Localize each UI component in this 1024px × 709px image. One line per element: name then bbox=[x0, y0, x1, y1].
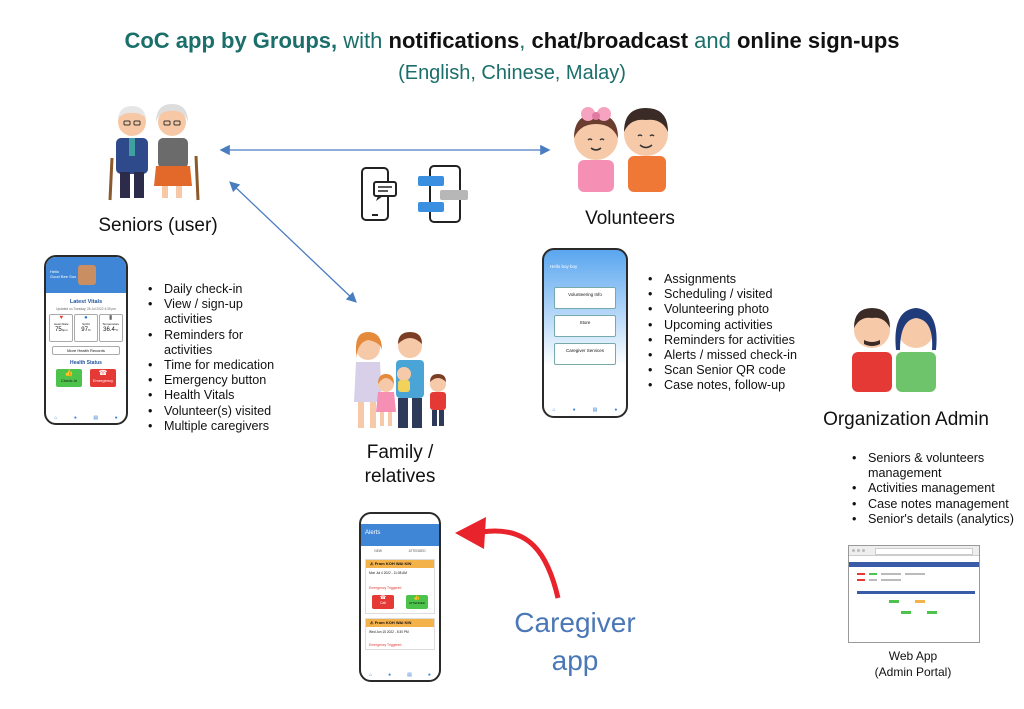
seniors-phone-tabbar[interactable]: ⌂ ● ▤ ● bbox=[46, 415, 126, 421]
phone-icon: ☎ bbox=[98, 370, 108, 377]
attended-button[interactable]: 👍ATTENDED bbox=[406, 595, 428, 609]
arrow-seniors-family bbox=[229, 181, 357, 303]
admin-feature-item: Senior's details (analytics) bbox=[852, 512, 1016, 527]
user-icon[interactable]: ● bbox=[614, 407, 618, 413]
alert-header: ⚠ From KOH WAI KIN bbox=[366, 560, 434, 568]
seniors-feature-item: Time for medication bbox=[148, 358, 286, 373]
title-chat: chat/broadcast bbox=[531, 28, 689, 53]
admin-feature-item: Seniors & volunteers management bbox=[852, 451, 1016, 481]
volunteers-feature-item: Volunteering photo bbox=[648, 302, 816, 317]
volunteers-feature-item: Scan Senior QR code bbox=[648, 363, 816, 378]
seniors-illustration bbox=[108, 104, 200, 201]
seniors-phone-mockup: Hello Good Bee Soo Latest Vitals Updated… bbox=[44, 255, 128, 425]
volunteers-phone-mockup: Hello boy boy Volunteering Info Store Ca… bbox=[542, 248, 628, 418]
vital-spo2-card[interactable]: ● SpO2 97% bbox=[73, 314, 98, 342]
title-notifications: notifications bbox=[388, 28, 520, 53]
seniors-feature-item: Reminders for activities bbox=[148, 328, 286, 358]
bell-icon[interactable]: ● bbox=[73, 415, 77, 421]
webapp-label: Web App (Admin Portal) bbox=[874, 649, 952, 679]
avatar bbox=[78, 265, 96, 285]
more-health-records-button[interactable]: More Health Records bbox=[52, 346, 120, 355]
phone-icon: ☎ bbox=[379, 595, 387, 601]
seniors-feature-item: Multiple caregivers bbox=[148, 419, 286, 434]
volunteers-feature-item: Reminders for activities bbox=[648, 333, 816, 348]
diagram-title: CoC app by Groups, with notifications, c… bbox=[124, 28, 900, 53]
seniors-feature-item: Health Vitals bbox=[148, 388, 286, 403]
caregiver-phone-mockup: Alerts NEW ATTENDED ⚠ From KOH WAI KIN M… bbox=[359, 512, 441, 682]
volunteers-feature-item: Upcoming activities bbox=[648, 318, 816, 333]
seniors-label: Seniors (user) bbox=[98, 215, 218, 236]
family-label: Family / relatives bbox=[364, 442, 436, 487]
thermometer-icon: ▮ bbox=[108, 315, 113, 321]
vital-temp-card[interactable]: ▮ Temperature 36.4°C bbox=[98, 314, 123, 342]
store-button[interactable]: Store bbox=[554, 315, 616, 337]
family-illustration bbox=[354, 332, 446, 428]
volunteers-features: AssignmentsScheduling / visitedVolunteer… bbox=[646, 272, 816, 394]
alert-header: ⚠ From KOH WAI KIN bbox=[366, 619, 434, 627]
alert-card[interactable]: ⚠ From KOH WAI KIN Mon Jul 4 2022 - 11:0… bbox=[365, 559, 435, 614]
seniors-feature-item: Daily check-in bbox=[148, 282, 286, 297]
calendar-icon[interactable]: ▤ bbox=[93, 415, 99, 421]
bell-icon[interactable]: ● bbox=[572, 407, 576, 413]
caregiver-app-label: Caregiver app bbox=[514, 607, 636, 676]
caregiver-phone-tabbar[interactable]: ⌂ ● ▤ ● bbox=[361, 672, 439, 678]
seniors-feature-item: View / sign-up activities bbox=[148, 297, 286, 327]
calendar-icon[interactable]: ▤ bbox=[407, 672, 412, 678]
home-icon[interactable]: ⌂ bbox=[552, 407, 556, 413]
drop-icon: ● bbox=[84, 315, 88, 321]
alert-card[interactable]: ⚠ From KOH WAI KIN Wed Jun 15 2022 - 5:3… bbox=[365, 618, 435, 650]
thumbs-up-icon: 👍 bbox=[413, 595, 421, 601]
seniors-feature-list: Daily check-inView / sign-up activitiesR… bbox=[146, 282, 286, 434]
admin-feature-list: Seniors & volunteers managementActivitie… bbox=[850, 451, 1016, 527]
chat-phones-icon bbox=[361, 165, 468, 223]
volunteers-feature-item: Alerts / missed check-in bbox=[648, 348, 816, 363]
vital-heart-card[interactable]: ♥ Heart Rate 75bpm bbox=[49, 314, 74, 342]
volunteers-feature-item: Scheduling / visited bbox=[648, 287, 816, 302]
volunteers-feature-item: Case notes, follow-up bbox=[648, 378, 816, 393]
seniors-phone-header: Hello Good Bee Soo bbox=[46, 257, 126, 293]
heart-icon: ♥ bbox=[59, 315, 64, 321]
admin-feature-item: Case notes management bbox=[852, 497, 1016, 512]
seniors-feature-item: Volunteer(s) visited bbox=[148, 404, 286, 419]
diagram-subtitle: (English, Chinese, Malay) bbox=[398, 62, 626, 84]
calendar-icon[interactable]: ▤ bbox=[592, 407, 598, 413]
seniors-feature-item: Emergency button bbox=[148, 373, 286, 388]
caregiver-services-button[interactable]: Caregiver Services bbox=[554, 343, 616, 365]
home-icon[interactable]: ⌂ bbox=[54, 415, 58, 421]
home-icon[interactable]: ⌂ bbox=[369, 672, 373, 678]
volunteering-info-button[interactable]: Volunteering Info bbox=[554, 287, 616, 309]
admin-label: Organization Admin bbox=[823, 409, 989, 430]
user-icon[interactable]: ● bbox=[114, 415, 118, 421]
browser-bar bbox=[849, 546, 979, 556]
volunteers-label: Volunteers bbox=[585, 208, 675, 229]
tab-new[interactable]: NEW bbox=[374, 549, 382, 553]
admin-feature-item: Activities management bbox=[852, 481, 1016, 496]
caregiver-phone-header: Alerts bbox=[361, 524, 439, 546]
bell-icon[interactable]: ● bbox=[388, 672, 392, 678]
volunteers-phone-tabbar[interactable]: ⌂ ● ▤ ● bbox=[544, 407, 626, 413]
seniors-features: Daily check-inView / sign-up activitiesR… bbox=[146, 282, 286, 434]
title-app: CoC app by Groups, bbox=[124, 28, 338, 53]
volunteers-feature-item: Assignments bbox=[648, 272, 816, 287]
admin-illustration bbox=[852, 308, 937, 392]
emergency-button[interactable]: ☎ Emergency bbox=[90, 369, 116, 387]
admin-features: Seniors & volunteers managementActivitie… bbox=[850, 451, 1016, 527]
checkin-button[interactable]: 👍 Check-In bbox=[56, 369, 82, 387]
alerts-tabs[interactable]: NEW ATTENDED bbox=[361, 549, 439, 553]
volunteers-feature-list: AssignmentsScheduling / visitedVolunteer… bbox=[646, 272, 816, 394]
volunteers-illustration bbox=[574, 107, 668, 192]
thumbs-up-icon: 👍 bbox=[64, 370, 74, 377]
webapp-mockup bbox=[848, 545, 980, 643]
user-icon[interactable]: ● bbox=[427, 672, 431, 678]
title-signups: online sign-ups bbox=[736, 28, 900, 53]
tab-attended[interactable]: ATTENDED bbox=[408, 549, 426, 553]
red-curved-arrow bbox=[481, 528, 561, 599]
call-button[interactable]: ☎Call bbox=[372, 595, 394, 609]
